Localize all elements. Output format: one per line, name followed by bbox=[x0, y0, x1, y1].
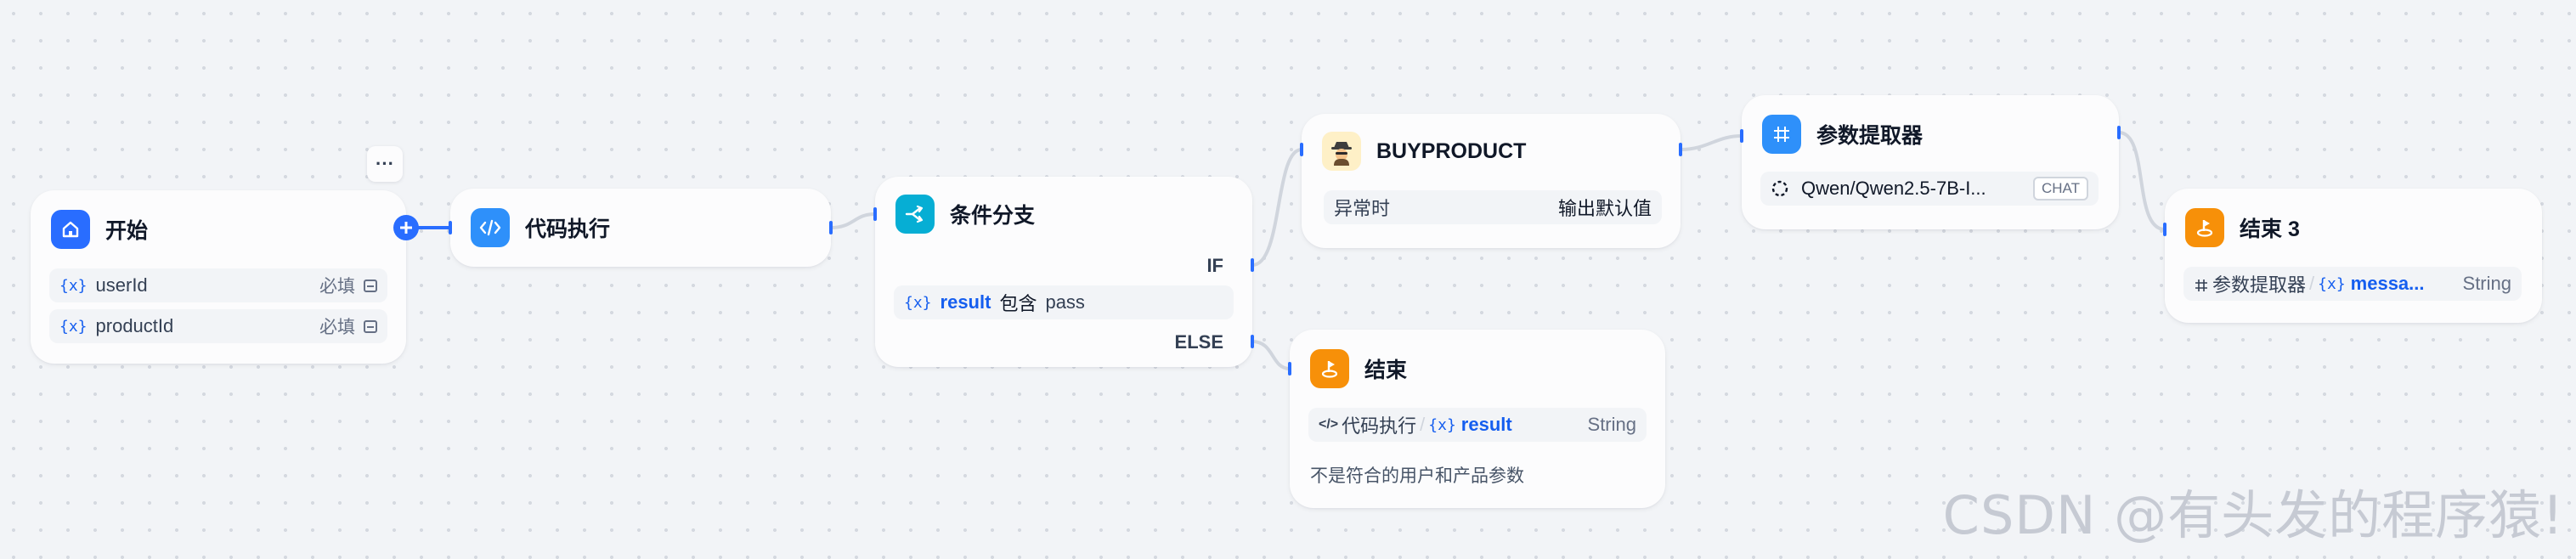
model-provider-icon bbox=[1771, 179, 1789, 198]
edge-buyproduct-extractor bbox=[1680, 134, 1743, 151]
code-output-handle[interactable] bbox=[829, 221, 833, 234]
branch-if-handle[interactable] bbox=[1251, 258, 1254, 272]
plus-icon bbox=[400, 222, 412, 234]
start-var-userid: {x} userId 必填 bbox=[49, 268, 387, 302]
node-extractor-title: 参数提取器 bbox=[1816, 124, 1924, 148]
edge-else-end bbox=[1251, 340, 1291, 370]
watermark: CSDN @有头发的程序猿! bbox=[1942, 484, 2564, 546]
extractor-model-row[interactable]: Qwen/Qwen2.5-7B-I... CHAT bbox=[1760, 172, 2099, 206]
variable-icon: {x} bbox=[904, 293, 932, 312]
start-var-name: userId bbox=[95, 274, 148, 296]
condition-operator: 包含 bbox=[999, 293, 1037, 314]
end-description: 不是符合的用户和产品参数 bbox=[1310, 466, 1524, 486]
edge-extractor-end3 bbox=[2118, 131, 2166, 231]
node-end3-title: 结束 3 bbox=[2240, 217, 2300, 241]
start-var-name: productId bbox=[95, 315, 174, 336]
node-branch-header: 条件分支 bbox=[895, 194, 1035, 234]
node-code-header: 代码执行 bbox=[471, 207, 610, 248]
text-field-icon bbox=[364, 279, 377, 292]
grid-icon bbox=[1762, 115, 1801, 154]
node-extractor-header: 参数提取器 bbox=[1762, 114, 1923, 155]
code-input-handle[interactable] bbox=[449, 221, 452, 234]
if-label: IF bbox=[1206, 255, 1223, 276]
add-node-button[interactable] bbox=[393, 215, 419, 240]
spy-avatar-icon bbox=[1322, 132, 1361, 171]
branch-icon bbox=[895, 195, 935, 234]
output-source: 代码执行 bbox=[1342, 415, 1417, 437]
node-buyproduct-header: BUYPRODUCT bbox=[1322, 131, 1526, 172]
edge-code-branch bbox=[830, 212, 876, 229]
exception-label: 异常时 bbox=[1334, 198, 1391, 219]
buyproduct-input-handle[interactable] bbox=[1300, 143, 1303, 156]
else-label: ELSE bbox=[1174, 331, 1223, 353]
node-end-title: 结束 bbox=[1364, 359, 1408, 382]
node-start[interactable]: 开始 {x} userId 必填 {x} productId 必填 bbox=[31, 190, 406, 364]
home-icon bbox=[51, 210, 90, 249]
buyproduct-output-handle[interactable] bbox=[1679, 143, 1682, 156]
node-end3[interactable]: 结束 3 参数提取器 / {x} messa... String bbox=[2165, 189, 2542, 323]
node-end[interactable]: 结束 </> 代码执行 / {x} result String 不是符合的用户和… bbox=[1290, 330, 1665, 508]
required-indicator: 必填 bbox=[319, 273, 377, 298]
flag-icon bbox=[2185, 208, 2224, 247]
output-source: 参数提取器 bbox=[2212, 274, 2307, 296]
buyproduct-exception-row: 异常时 输出默认值 bbox=[1324, 190, 1662, 224]
node-branch-title: 条件分支 bbox=[950, 204, 1036, 228]
node-code-title: 代码执行 bbox=[525, 217, 611, 241]
output-variable: messa... bbox=[2350, 273, 2425, 294]
branch-input-handle[interactable] bbox=[873, 207, 877, 221]
code-icon bbox=[471, 208, 510, 247]
node-buyproduct-title: BUYPRODUCT bbox=[1376, 138, 1527, 163]
variable-icon: {x} bbox=[59, 276, 88, 295]
node-end-header: 结束 bbox=[1310, 348, 1407, 389]
model-name: Qwen/Qwen2.5-7B-I... bbox=[1801, 178, 1986, 199]
condition-value: pass bbox=[1045, 291, 1085, 313]
grid-icon bbox=[2194, 276, 2209, 291]
node-param-extractor[interactable]: 参数提取器 Qwen/Qwen2.5-7B-I... CHAT bbox=[1742, 95, 2119, 229]
end-input-handle[interactable] bbox=[1288, 362, 1291, 375]
node-code[interactable]: 代码执行 bbox=[450, 189, 831, 267]
branch-else-handle[interactable] bbox=[1251, 335, 1254, 348]
output-separator: / bbox=[2309, 273, 2315, 294]
end3-output-row: 参数提取器 / {x} messa... String bbox=[2183, 267, 2522, 301]
more-button[interactable]: ··· bbox=[367, 146, 403, 182]
required-indicator: 必填 bbox=[319, 313, 377, 339]
node-branch[interactable]: 条件分支 IF {x} result 包含 pass ELSE bbox=[875, 177, 1252, 367]
extractor-input-handle[interactable] bbox=[1740, 129, 1743, 143]
condition-variable: result bbox=[940, 291, 991, 313]
end-output-row: </> 代码执行 / {x} result String bbox=[1308, 408, 1647, 442]
variable-icon: {x} bbox=[59, 317, 88, 336]
extractor-output-handle[interactable] bbox=[2117, 126, 2121, 139]
variable-icon: {x} bbox=[2318, 274, 2346, 293]
exception-value: 输出默认值 bbox=[1557, 198, 1652, 219]
node-start-title: 开始 bbox=[105, 219, 149, 243]
node-buyproduct[interactable]: BUYPRODUCT 异常时 输出默认值 bbox=[1302, 114, 1681, 248]
start-var-productid: {x} productId 必填 bbox=[49, 309, 387, 343]
end3-input-handle[interactable] bbox=[2163, 223, 2166, 236]
text-field-icon bbox=[364, 319, 377, 333]
node-end3-header: 结束 3 bbox=[2185, 207, 2300, 248]
output-variable: result bbox=[1460, 414, 1512, 435]
output-separator: / bbox=[1420, 414, 1426, 435]
code-icon: </> bbox=[1319, 417, 1339, 432]
model-badge: CHAT bbox=[2032, 177, 2088, 200]
edge-if-buyproduct bbox=[1251, 148, 1302, 267]
node-start-header: 开始 bbox=[51, 209, 148, 250]
output-type: String bbox=[1587, 414, 1636, 435]
branch-condition: {x} result 包含 pass bbox=[894, 285, 1234, 319]
flag-icon bbox=[1310, 349, 1349, 388]
output-type: String bbox=[2462, 273, 2511, 294]
variable-icon: {x} bbox=[1428, 415, 1456, 434]
